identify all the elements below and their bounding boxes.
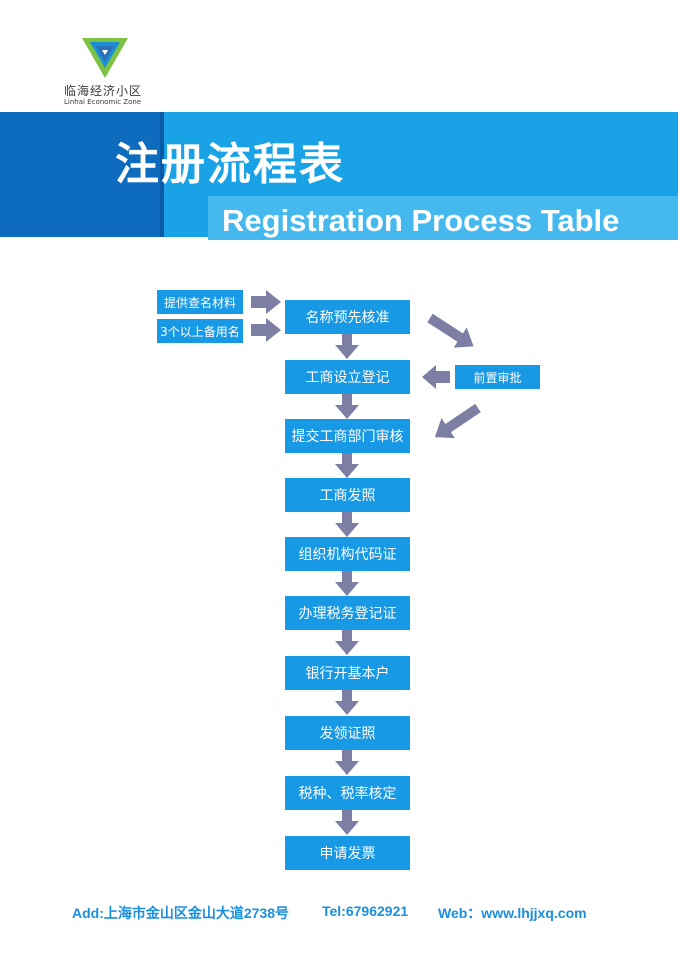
logo-mark-icon [82,38,128,78]
step-box: 申请发票 [285,836,410,870]
down-arrow-icon [335,394,359,419]
logo: 临海经济小区 Linhai Economic Zone [60,38,170,108]
side-box-pre-approval: 前置审批 [455,365,540,389]
down-arrow-icon [335,453,359,478]
footer-web: Web：www.lhjjxq.com [438,905,587,921]
down-arrow-icon [335,334,359,359]
left-arrow-icon [422,365,450,389]
step-box: 工商设立登记 [285,360,410,394]
diagonal-arrow-icon [427,313,474,348]
footer-address: Add:上海市金山区金山大道2738号 [72,905,290,921]
banner-divider [160,112,164,237]
right-arrow-icon [251,290,281,314]
step-box: 名称预先核准 [285,300,410,334]
step-box: 工商发照 [285,478,410,512]
input-box-materials: 提供查名材料 [157,290,243,314]
diagonal-arrow-icon [434,403,481,439]
banner-dark-block [0,112,162,237]
down-arrow-icon [335,690,359,715]
input-box-alternate-names: 3个以上备用名 [157,319,243,343]
page-subtitle: Registration Process Table [222,203,620,238]
subtitle-band [208,196,678,240]
down-arrow-icon [335,810,359,835]
down-arrow-icon [335,571,359,596]
step-box: 银行开基本户 [285,656,410,690]
step-box: 提交工商部门审核 [285,419,410,453]
step-box: 发领证照 [285,716,410,750]
step-box: 税种、税率核定 [285,776,410,810]
page-title: 注册流程表 [115,139,345,190]
right-arrow-icon [251,318,281,342]
logo-name-en: Linhai Economic Zone [64,98,142,106]
down-arrow-icon [335,630,359,655]
down-arrow-icon [335,512,359,537]
logo-name-cn: 临海经济小区 [64,84,143,98]
step-box: 办理税务登记证 [285,596,410,630]
step-box: 组织机构代码证 [285,537,410,571]
down-arrow-icon [335,750,359,775]
footer-tel: Tel:67962921 [322,903,409,919]
